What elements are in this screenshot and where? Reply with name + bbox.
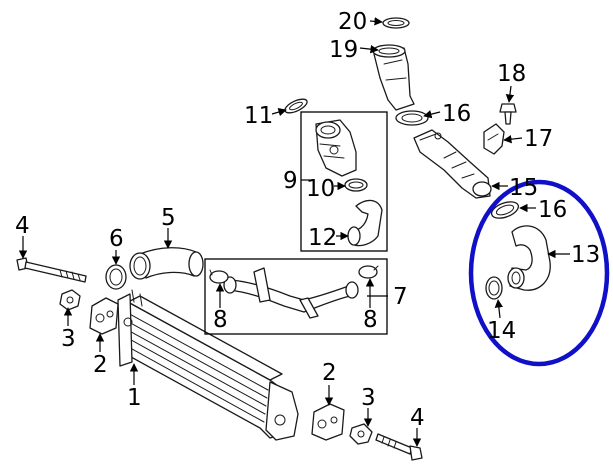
- clamp-16-upper: [395, 110, 429, 126]
- pipe-15: [413, 129, 492, 199]
- bracket-lower: [311, 403, 345, 441]
- o-ring-20: [382, 17, 410, 29]
- callout-15: 15: [509, 175, 538, 201]
- bolt-18: [499, 103, 517, 125]
- callout-7: 7: [393, 284, 408, 310]
- callout-labels: 1 2 2 3 3 4 4 5 6 7 8 8 9 10 11 12 13 14…: [15, 9, 600, 431]
- callout-5: 5: [161, 205, 176, 231]
- o-ring-11: [284, 98, 308, 114]
- callout-13: 13: [571, 242, 600, 268]
- charge-pipe-7: [223, 267, 359, 319]
- callout-8-right: 8: [363, 307, 378, 333]
- leader-lines: [18, 17, 570, 447]
- o-ring-6: [105, 264, 127, 290]
- callout-6: 6: [109, 226, 124, 252]
- callout-20: 20: [338, 9, 367, 35]
- callout-18: 18: [497, 61, 526, 87]
- callout-11: 11: [244, 103, 273, 129]
- callout-4-upper: 4: [15, 213, 30, 239]
- intercooler: [117, 289, 299, 441]
- throttle-housing-9: [315, 119, 357, 177]
- callout-4-lower: 4: [410, 405, 425, 431]
- nut-lower: [349, 423, 373, 445]
- callout-10: 10: [306, 176, 335, 202]
- clamp-16-lower: [490, 201, 520, 219]
- bolt-upper: [16, 257, 87, 283]
- callout-2-upper: 2: [93, 352, 108, 378]
- hose-12: [347, 199, 383, 247]
- callout-9: 9: [283, 168, 298, 194]
- tube-19: [372, 44, 415, 111]
- callout-8-left: 8: [213, 307, 228, 333]
- callout-3-lower: 3: [361, 385, 376, 411]
- callout-17: 17: [524, 126, 553, 152]
- callout-19: 19: [329, 37, 358, 63]
- callout-2-lower: 2: [322, 360, 337, 386]
- callout-16-upper: 16: [442, 101, 471, 127]
- group-box-9: [300, 111, 388, 252]
- callout-1: 1: [127, 385, 142, 411]
- callout-12: 12: [308, 225, 337, 251]
- nut-upper: [59, 289, 81, 311]
- clamp-8-left: [209, 269, 229, 284]
- clip-17: [483, 123, 505, 155]
- hose-13: [507, 225, 551, 291]
- highlight-circle: [468, 179, 610, 367]
- hose-5: [129, 247, 204, 280]
- o-ring-14: [485, 276, 503, 300]
- callout-3-upper: 3: [61, 326, 76, 352]
- callout-16-lower: 16: [538, 197, 567, 223]
- clamp-10: [344, 178, 368, 192]
- clamp-8-right: [358, 265, 379, 279]
- bolt-lower: [375, 433, 423, 461]
- callout-14: 14: [487, 318, 516, 344]
- bracket-upper: [89, 297, 119, 335]
